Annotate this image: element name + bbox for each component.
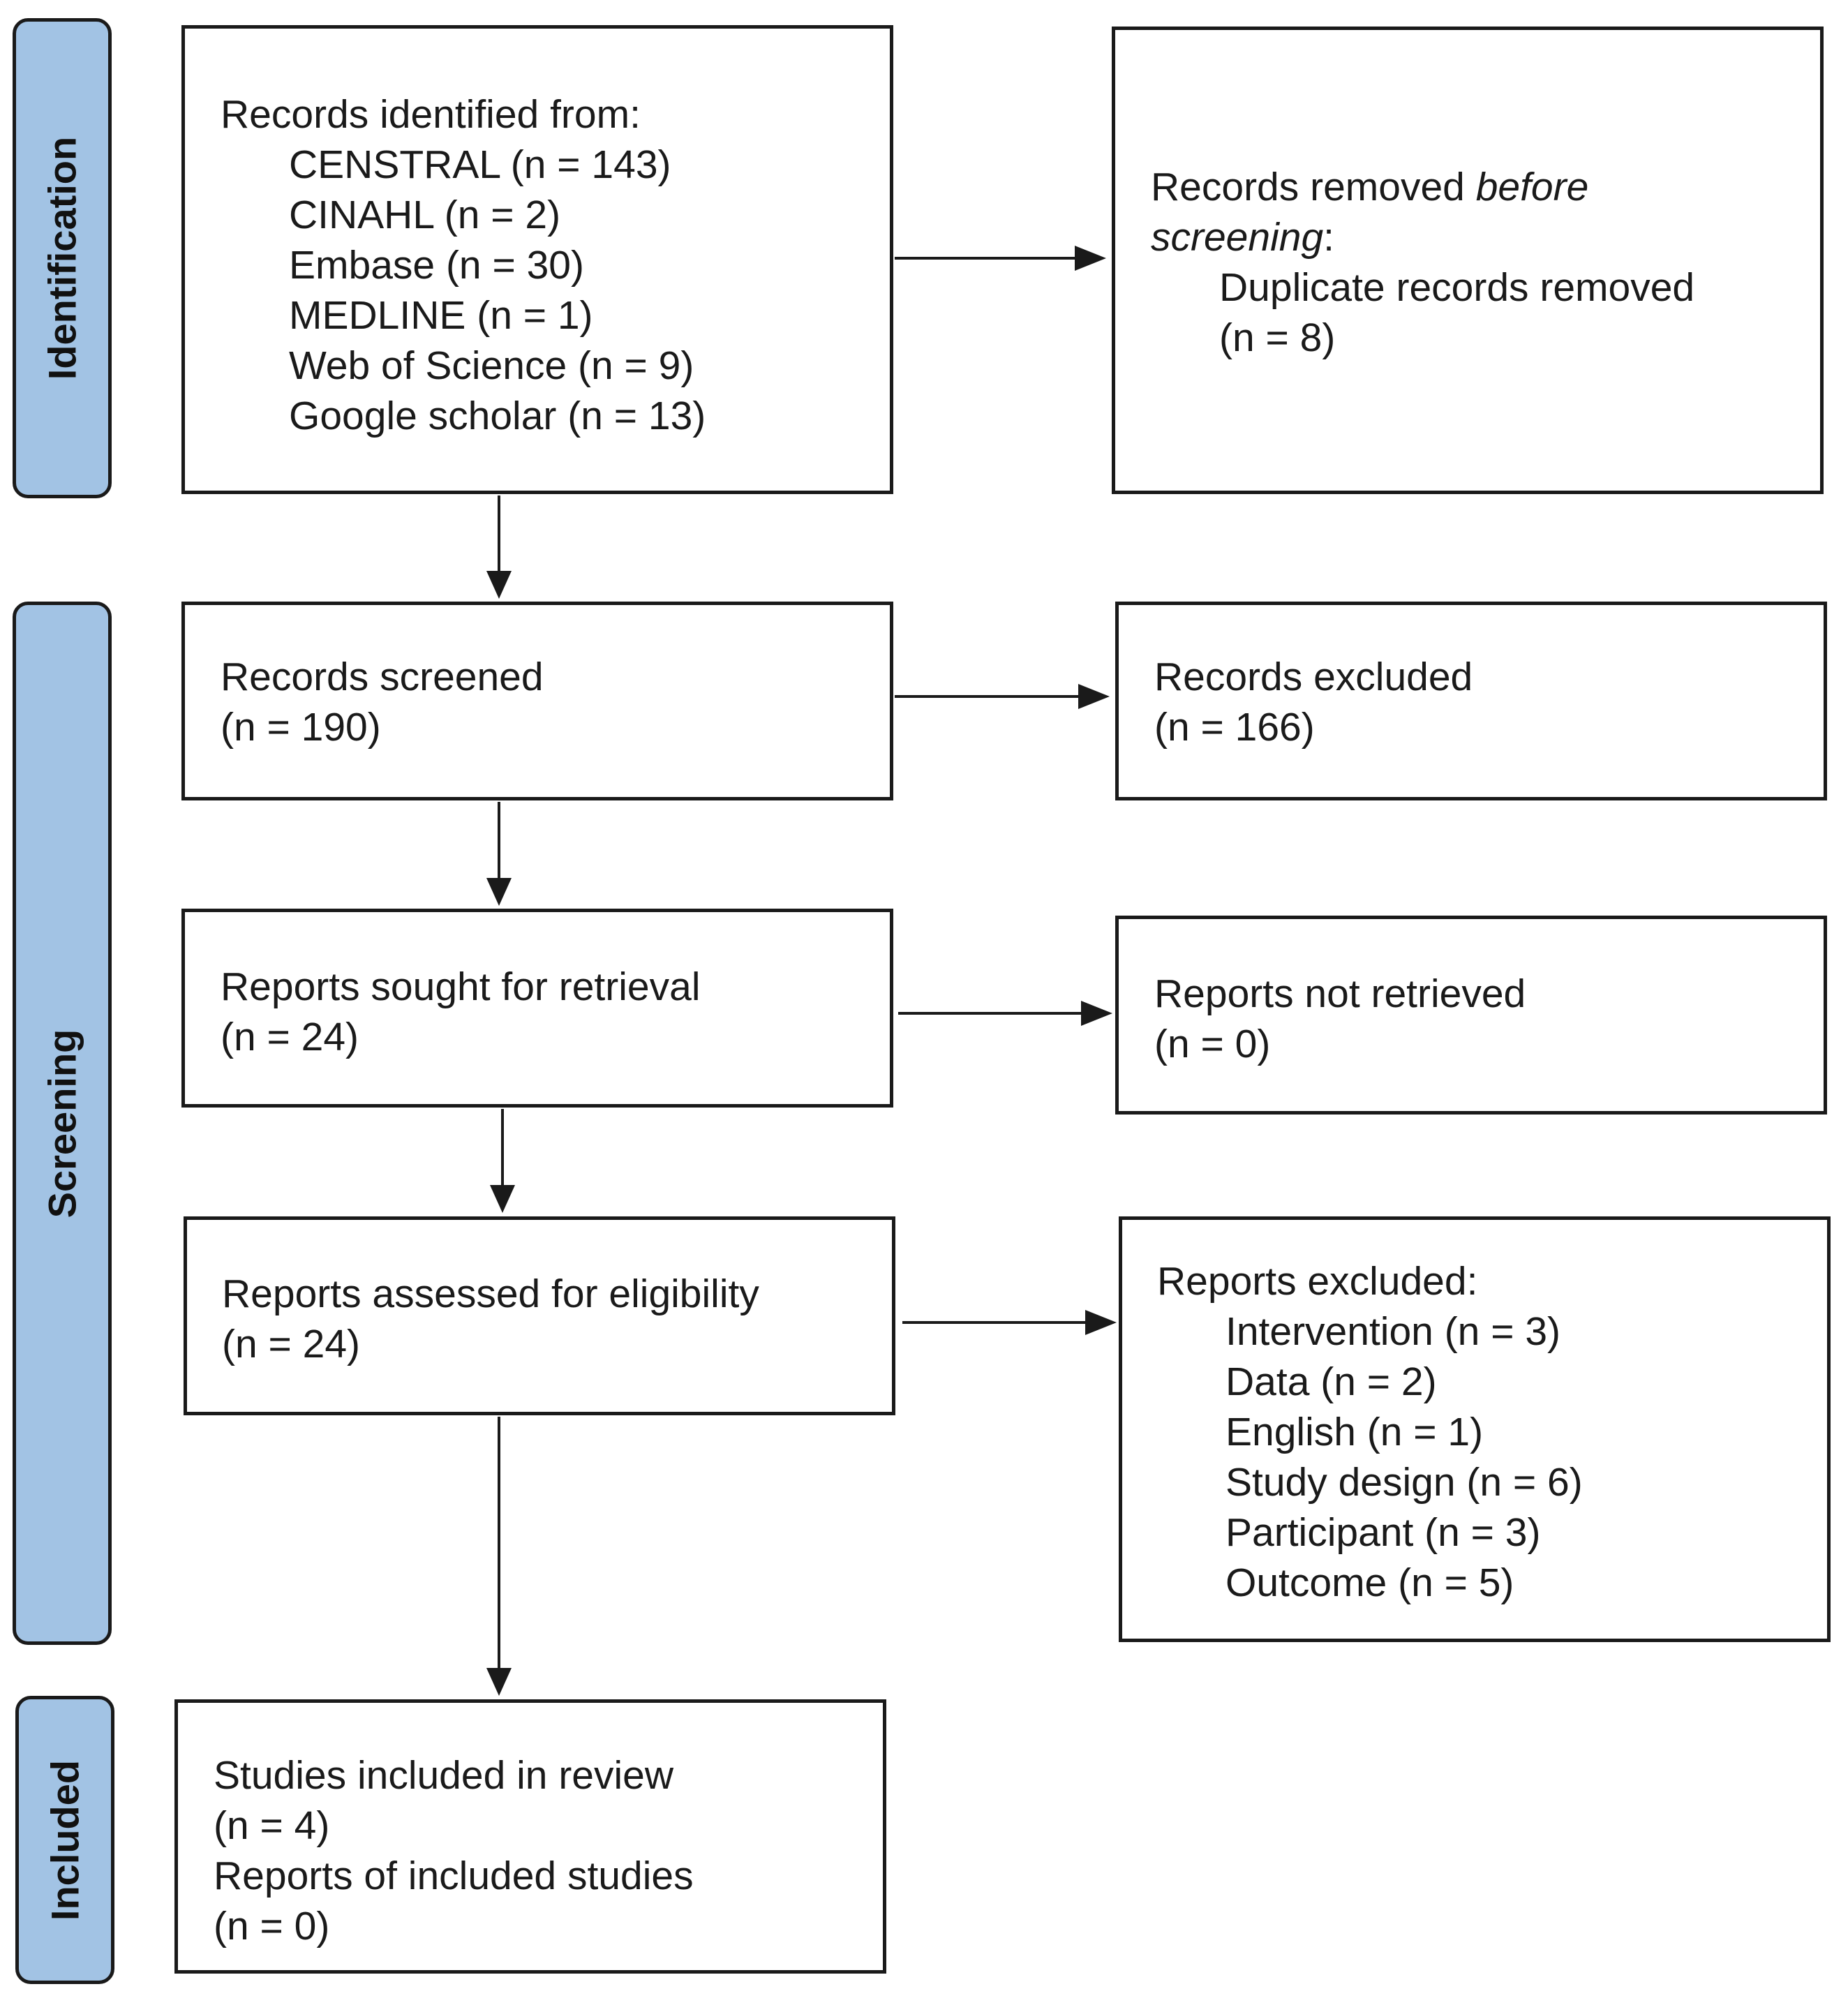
phase-included: Included: [15, 1696, 114, 1984]
reports-sought-text: Reports sought for retrieval (n = 24): [221, 962, 700, 1062]
reports-sought-label: Reports sought for retrieval: [221, 964, 701, 1009]
reason-participant: Participant (n = 3): [1225, 1510, 1541, 1555]
reports-excluded-heading: Reports excluded:: [1157, 1259, 1478, 1304]
records-screened-text: Records screened (n = 190): [221, 652, 544, 752]
phase-identification: Identification: [13, 18, 112, 498]
reason-english: English (n = 1): [1225, 1410, 1484, 1454]
records-removed-box: [1112, 27, 1824, 494]
records-excluded-box: [1115, 602, 1827, 800]
source-medline: MEDLINE (n = 1): [289, 293, 593, 338]
records-excluded-label: Records excluded: [1154, 655, 1473, 699]
reports-included-count: (n = 0): [214, 1904, 330, 1948]
records-screened-count: (n = 190): [221, 705, 381, 750]
reports-sought-box: [181, 909, 893, 1108]
reports-not-retrieved-count: (n = 0): [1154, 1022, 1271, 1066]
phase-screening: Screening: [13, 602, 112, 1645]
reports-assessed-text: Reports assessed for eligibility (n = 24…: [222, 1269, 759, 1369]
records-removed-heading-line2: screening:: [1151, 215, 1334, 260]
records-screened-box: [181, 602, 893, 800]
reports-assessed-box: [184, 1216, 895, 1415]
records-identified-text: Records identified from: CENSTRAL (n = 1…: [221, 89, 706, 441]
reports-not-retrieved-box: [1115, 916, 1827, 1115]
records-removed-heading-line1: Records removed before: [1151, 165, 1589, 209]
reports-excluded-text: Reports excluded: Intervention (n = 3) D…: [1157, 1256, 1583, 1608]
reason-study-design: Study design (n = 6): [1225, 1460, 1583, 1505]
reason-data: Data (n = 2): [1225, 1359, 1437, 1404]
records-identified-heading: Records identified from:: [221, 92, 641, 137]
studies-included-label: Studies included in review: [214, 1753, 674, 1798]
source-cinahl: CINAHL (n = 2): [289, 193, 561, 237]
reports-assessed-count: (n = 24): [222, 1322, 361, 1366]
duplicate-records-label: Duplicate records removed: [1219, 265, 1695, 310]
studies-included-text: Studies included in review (n = 4) Repor…: [214, 1750, 694, 1951]
source-embase: Embase (n = 30): [289, 243, 584, 288]
reports-not-retrieved-label: Reports not retrieved: [1154, 971, 1526, 1016]
studies-included-box: [174, 1699, 886, 1974]
source-web-of-science: Web of Science (n = 9): [289, 343, 694, 388]
reports-assessed-label: Reports assessed for eligibility: [222, 1272, 759, 1316]
records-excluded-count: (n = 166): [1154, 705, 1315, 750]
reports-excluded-box: [1119, 1216, 1831, 1642]
reports-not-retrieved-text: Reports not retrieved (n = 0): [1154, 969, 1526, 1069]
reports-sought-count: (n = 24): [221, 1015, 359, 1059]
studies-included-count: (n = 4): [214, 1803, 330, 1848]
records-screened-label: Records screened: [221, 655, 544, 699]
duplicate-records-count: (n = 8): [1219, 315, 1336, 360]
records-identified-box: [181, 25, 893, 494]
source-censtral: CENSTRAL (n = 143): [289, 142, 671, 187]
reason-outcome: Outcome (n = 5): [1225, 1560, 1514, 1605]
records-excluded-text: Records excluded (n = 166): [1154, 652, 1473, 752]
source-google-scholar: Google scholar (n = 13): [289, 394, 706, 438]
records-removed-text: Records removed before screening: Duplic…: [1151, 162, 1694, 363]
reason-intervention: Intervention (n = 3): [1225, 1309, 1561, 1354]
reports-included-label: Reports of included studies: [214, 1854, 694, 1898]
